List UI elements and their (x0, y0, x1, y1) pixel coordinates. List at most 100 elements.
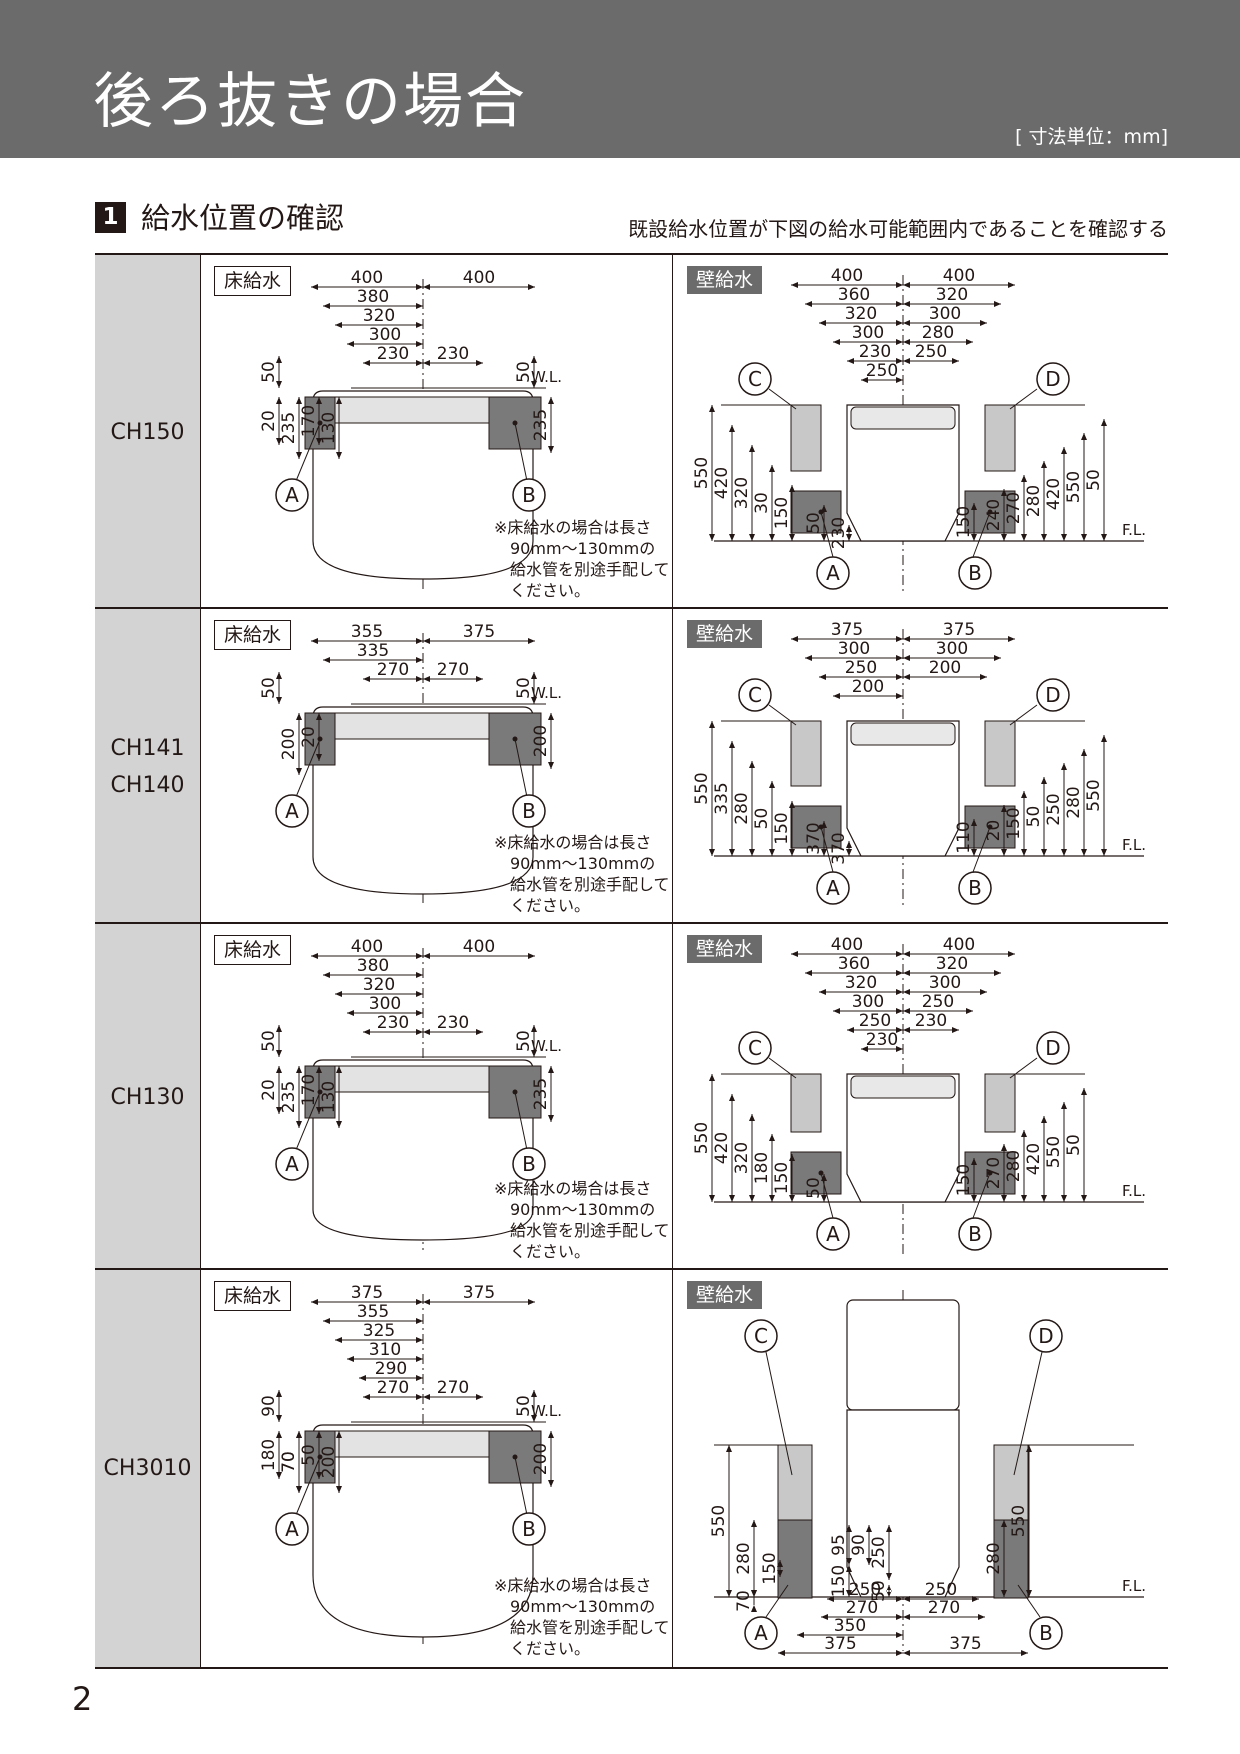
note-line: ください。 (510, 896, 591, 915)
floor-width-dim: 355 (351, 622, 383, 642)
wall-height-dim: 550 (692, 1122, 712, 1154)
floor-height-dim: 50 (259, 1030, 279, 1052)
wall-width-dim: 375 (831, 620, 863, 640)
wall-height-dim: 370 (804, 822, 824, 854)
floor-height-dim: 20 (259, 410, 279, 432)
floor-line-label: F.L. (1122, 1577, 1146, 1595)
wall-width-dim: 300 (852, 323, 884, 343)
wall-height-dim: 550 (692, 772, 712, 804)
wall-height-dim: 250 (1044, 793, 1064, 825)
section-title: 給水位置の確認 (141, 201, 345, 235)
callout-b: B (522, 483, 536, 507)
toilet-side (846, 1409, 960, 1598)
wall-width-dim: 250 (859, 1011, 891, 1031)
wall-height-dim: 50 (752, 808, 772, 830)
wall-range-d (993, 1444, 1029, 1521)
note-line: 給水管を別途手配して (510, 1221, 670, 1240)
floor-height-dim: 200 (319, 1446, 339, 1478)
wall-line-label: W.L. (531, 1037, 562, 1055)
note-line: 90mm～130mmの (510, 1200, 656, 1219)
floor-width-dim: 400 (463, 268, 495, 288)
floor-width-dim: 230 (437, 344, 469, 364)
callout-a: A (826, 1222, 840, 1246)
wall-height-dim: 280 (732, 792, 752, 824)
wall-supply-tag: 壁給水 (687, 620, 763, 648)
wall-range-c (790, 720, 822, 787)
wall-height-dim: 420 (1044, 478, 1064, 510)
floor-height-dim: 180 (259, 1439, 279, 1471)
wall-width-dim: 375 (824, 1634, 856, 1654)
wall-width-dim: 400 (831, 935, 863, 955)
callout-c: C (754, 1324, 768, 1348)
floor-width-dim: 380 (357, 956, 389, 976)
floor-height-dim: 235 (279, 412, 299, 444)
wall-width-dim: 375 (943, 620, 975, 640)
callout-b: B (522, 1152, 536, 1176)
floor-width-dim: 375 (463, 1283, 495, 1303)
floor-height-dim: 170 (299, 405, 319, 437)
floor-width-dim: 230 (437, 1013, 469, 1033)
supply-range-a (777, 1519, 813, 1599)
callout-a: A (285, 799, 299, 823)
floor-width-dim: 355 (357, 1302, 389, 1322)
callout-d: D (1045, 683, 1060, 707)
wall-width-dim: 200 (929, 658, 961, 678)
callout-a: A (285, 1152, 299, 1176)
floor-height-dim: 50 (514, 1395, 534, 1417)
wall-width-dim: 230 (915, 1011, 947, 1031)
wall-height-dim: 280 (1004, 1150, 1024, 1182)
wall-height-dim: 230 (829, 517, 849, 549)
wall-width-dim: 250 (922, 992, 954, 1012)
wall-height-dim: 420 (1024, 1143, 1044, 1175)
wall-height-dim: 50 (804, 512, 824, 534)
callout-c: C (748, 683, 762, 707)
note-line: ※床給水の場合は長さ (494, 1576, 652, 1595)
floor-height-dim: 130 (319, 1081, 339, 1113)
model-cell: CH3010 (95, 1270, 201, 1667)
wall-width-dim: 280 (922, 323, 954, 343)
wall-height-dim: 20 (984, 820, 1004, 842)
floor-width-dim: 270 (437, 660, 469, 680)
wall-width-dim: 400 (831, 266, 863, 286)
wall-width-dim: 250 (915, 342, 947, 362)
floor-width-dim: 270 (377, 660, 409, 680)
floor-width-dim: 400 (351, 937, 383, 957)
wall-height-dim: 280 (984, 1542, 1004, 1574)
floor-width-dim: 325 (363, 1321, 395, 1341)
floor-width-dim: 375 (463, 622, 495, 642)
wall-width-dim: 360 (838, 954, 870, 974)
callout-c: C (748, 367, 762, 391)
wall-height-dim: 320 (732, 1142, 752, 1174)
toilet-outline (312, 1424, 534, 1638)
callout-d: D (1038, 1324, 1053, 1348)
wall-line-label: W.L. (531, 684, 562, 702)
wall-height-dim: 150 (1004, 807, 1024, 839)
wall-height-dim: 280 (1064, 786, 1084, 818)
floor-height-dim: 235 (531, 1078, 551, 1110)
wall-height-dim: 110 (954, 821, 974, 853)
section-number: 1 (95, 202, 126, 233)
floor-width-dim: 300 (369, 325, 401, 345)
wall-width-dim: 250 (866, 361, 898, 381)
wall-supply-tag: 壁給水 (687, 1281, 763, 1309)
supply-range-a (790, 805, 842, 849)
toilet-side (846, 720, 960, 857)
wall-height-dim: 550 (1044, 1136, 1064, 1168)
toilet-outline (312, 390, 534, 580)
wall-width-dim: 300 (929, 304, 961, 324)
floor-supply-tag: 床給水 (214, 1281, 292, 1311)
wall-height-dim: 550 (692, 457, 712, 489)
wall-width-dim: 230 (859, 342, 891, 362)
toilet-side (846, 404, 960, 542)
model-cell: CH130 (95, 924, 201, 1270)
